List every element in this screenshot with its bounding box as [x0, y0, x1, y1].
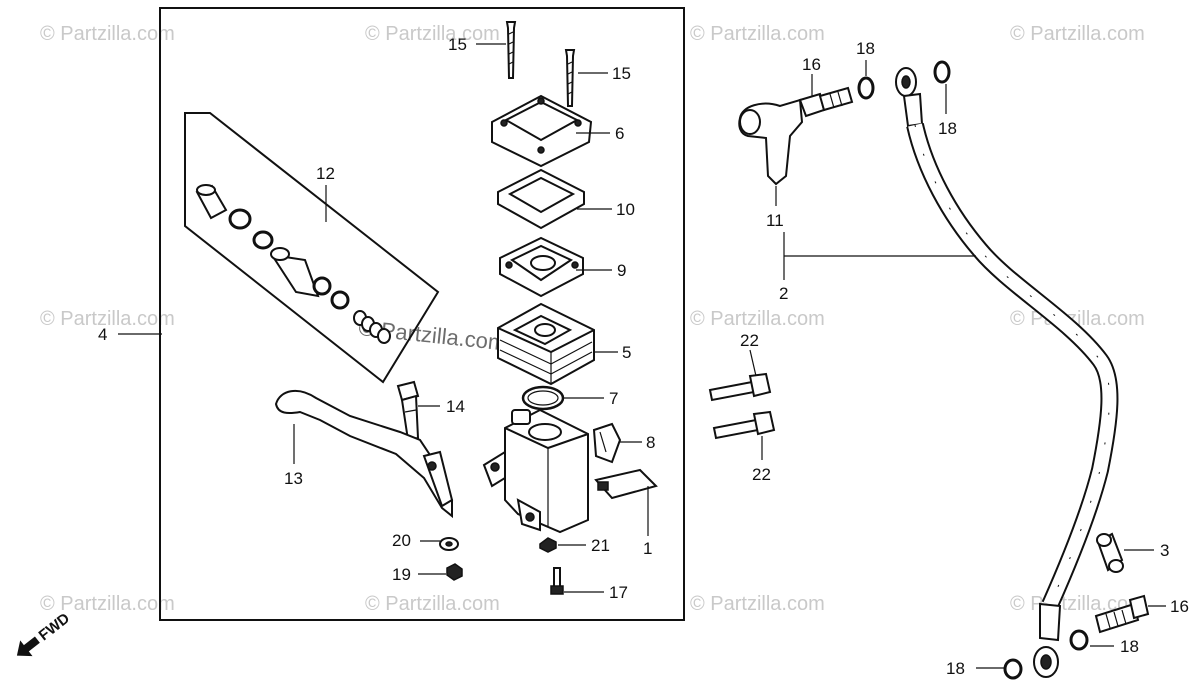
callout-19: 19 — [392, 565, 411, 584]
diaphragm-9 — [499, 236, 584, 298]
leader-lines — [118, 43, 1166, 669]
assembly-frame — [159, 7, 685, 621]
washer-18-bottom-left — [1003, 658, 1023, 680]
watermark: © Partzilla.com — [365, 593, 500, 615]
hose-boot-11 — [738, 98, 804, 186]
callout-20: 20 — [392, 531, 411, 550]
callout-22: 22 — [752, 465, 771, 484]
callout-2: 2 — [779, 284, 788, 303]
callout-21: 21 — [591, 536, 610, 555]
watermark: © Partzilla.com — [365, 23, 500, 45]
washer-18-bottom-right — [1069, 629, 1089, 651]
brake-lever-13 — [274, 389, 454, 519]
piston-kit-frame — [184, 112, 440, 384]
watermark: © Partzilla.com — [40, 308, 175, 330]
callout-11: 11 — [766, 211, 784, 230]
callout-18: 18 — [938, 119, 957, 138]
watermark: © Partzilla.com — [40, 23, 175, 45]
callout-1: 1 — [643, 539, 652, 558]
bolt-22-upper — [708, 372, 772, 402]
banjo-bolt-16-bottom — [1094, 594, 1150, 634]
callout-14: 14 — [446, 397, 465, 416]
callout-9: 9 — [617, 261, 626, 280]
washer-18-top-right — [933, 60, 951, 84]
reservoir-plate-10 — [497, 168, 585, 230]
callout-8: 8 — [646, 433, 655, 452]
watermark: © Partzilla.com — [690, 308, 825, 330]
callout-labels: 15 15 6 10 9 5 7 8 1 21 17 20 19 12 4 14… — [98, 35, 1189, 678]
callout-16: 16 — [1170, 597, 1189, 616]
callout-4: 4 — [98, 325, 107, 344]
fwd-indicator: FWD — [16, 610, 73, 657]
fwd-arrow-icon — [16, 636, 40, 657]
banjo-bolt-16-top — [798, 86, 854, 118]
spring — [353, 310, 391, 344]
nut-21 — [539, 537, 557, 553]
o-ring-7 — [521, 385, 565, 411]
brake-hose-2 — [895, 67, 1119, 678]
reservoir-cap-6 — [491, 94, 593, 168]
callout-3: 3 — [1160, 541, 1169, 560]
watermark: © Partzilla.com — [690, 593, 825, 615]
washer-20 — [439, 537, 459, 551]
bolt-22-lower — [712, 410, 776, 440]
callout-13: 13 — [284, 469, 303, 488]
callout-12: 12 — [316, 164, 335, 183]
brake-switch — [594, 468, 658, 500]
joint-3 — [1096, 532, 1124, 573]
washer-18-top-left — [857, 76, 875, 100]
screw-15-right — [564, 49, 576, 107]
watermark: © Partzilla.com — [40, 593, 175, 615]
callout-18: 18 — [1120, 637, 1139, 656]
watermark-layer: © Partzilla.com © Partzilla.com © Partzi… — [40, 23, 1145, 615]
callout-22: 22 — [740, 331, 759, 350]
master-cylinder-body-1 — [482, 408, 589, 534]
pivot-bolt-14 — [396, 380, 420, 442]
reservoir-body-5 — [497, 302, 595, 386]
callout-15: 15 — [612, 64, 631, 83]
callout-18: 18 — [856, 39, 875, 58]
watermark: © Partzilla.com — [1010, 23, 1145, 45]
boot-8 — [592, 422, 622, 464]
callout-5: 5 — [622, 343, 631, 362]
callout-17: 17 — [609, 583, 628, 602]
callout-7: 7 — [609, 389, 618, 408]
callout-10: 10 — [616, 200, 635, 219]
callout-15: 15 — [448, 35, 467, 54]
screw-15-left — [505, 21, 517, 79]
callout-6: 6 — [615, 124, 624, 143]
callout-16: 16 — [802, 55, 821, 74]
piston-kit-12 — [195, 184, 391, 344]
callout-18: 18 — [946, 659, 965, 678]
watermark: © Partzilla.com — [690, 23, 825, 45]
screw-17 — [550, 567, 564, 595]
nut-19 — [446, 563, 463, 581]
